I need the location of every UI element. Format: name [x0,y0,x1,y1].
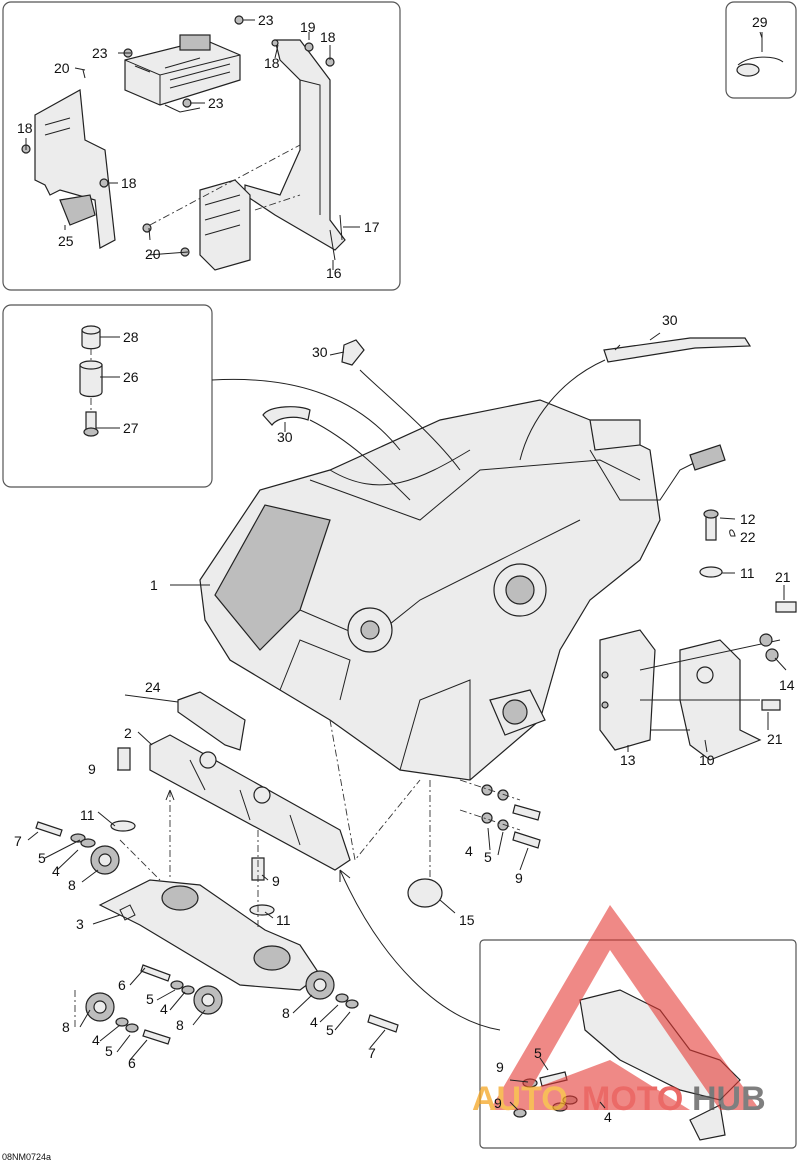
figure-code: 08NM0724a [2,1152,51,1162]
callout-25: 25 [58,233,74,249]
callout-26: 26 [123,369,139,385]
callout-6-a: 6 [118,977,126,993]
callout-23-c: 23 [208,95,224,111]
callout-29: 29 [752,14,768,30]
callout-18-a: 18 [17,120,33,136]
lower-dash-lines [74,719,431,1030]
callout-21-a: 21 [775,569,791,585]
callout-4-a: 4 [52,863,60,879]
callout-15: 15 [459,912,475,928]
callout-7-b: 7 [368,1045,376,1061]
callout-17: 17 [364,219,380,235]
callout-4-c: 4 [160,1001,168,1017]
callout-9-c: 9 [515,870,523,886]
engine-mount-bracket-drawing [599,629,781,761]
engine-damper-pad [407,878,443,908]
fuse-box-drawing [124,34,241,113]
callout-7-a: 7 [14,833,22,849]
callout-5-a: 5 [38,850,46,866]
relay-block-drawing [199,179,251,271]
rubber-mounts-drawing [85,845,335,1022]
right-bracket-drawing [244,39,346,251]
callout-1: 1 [150,577,158,593]
callout-2: 2 [124,725,132,741]
callout-8-d: 8 [282,1005,290,1021]
callout-8-c: 8 [176,1017,184,1033]
watermark-text-hub: HUB [692,1080,766,1118]
callout-11-b: 11 [80,807,95,823]
hose-left-elbow [262,406,311,426]
skid-guard-drawing [149,734,351,871]
hose-upper-right [603,337,752,363]
callout-27: 27 [123,420,139,436]
lower-fasteners-drawing [35,747,399,1045]
callout-18-c: 18 [264,55,280,71]
callout-14: 14 [779,677,795,693]
callout-5-b: 5 [484,849,492,865]
callout-10: 10 [699,752,715,768]
callout-21-b: 21 [767,731,783,747]
crossmember-drawing [98,879,321,991]
callout-4-e: 4 [310,1014,318,1030]
callout-4-f: 4 [604,1109,612,1125]
callout-13: 13 [620,752,636,768]
callout-30-b: 30 [312,344,328,360]
callout-30-c: 30 [277,429,293,445]
tie-wrap-drawing [736,32,784,77]
spacer-set-drawing [79,325,103,437]
detail-pointer-curve [339,869,501,1031]
callout-12: 12 [740,511,756,527]
callout-leader-lines [25,19,787,1111]
callout-8-b: 8 [62,1019,70,1035]
callout-23-b: 23 [92,45,108,61]
callout-6-b: 6 [128,1055,136,1071]
callout-9-b: 9 [272,873,280,889]
heat-shield-plate [177,691,246,751]
callout-16: 16 [326,265,342,281]
callout-8-a: 8 [68,877,76,893]
callout-5-d: 5 [105,1043,113,1059]
callout-9-d: 9 [496,1059,504,1075]
detail-pointer-arrow [339,869,351,882]
inset-frame-spacer [2,304,213,488]
watermark-triangle-logo [490,905,760,1110]
callout-9-e: 9 [494,1095,502,1111]
callout-18-b: 18 [121,175,137,191]
callout-20-a: 20 [54,60,70,76]
callout-23-a: 23 [258,12,274,28]
callout-5-e: 5 [326,1022,334,1038]
watermark-text-auto: AUTO [472,1080,568,1118]
right-hardware-drawing [699,509,797,711]
callout-4-d: 4 [92,1032,100,1048]
callout-24: 24 [145,679,161,695]
callout-20-b: 20 [145,246,161,262]
callout-5-f: 5 [534,1045,542,1061]
callout-11-a: 11 [740,565,755,581]
callout-5-c: 5 [146,991,154,1007]
callout-labels: 23 23 23 20 18 18 18 18 19 17 16 25 20 2… [14,12,795,1125]
engine-assembly-drawing [199,399,726,781]
callout-28: 28 [123,329,139,345]
callout-18-d: 18 [320,29,336,45]
electrical-dash-lines [149,144,301,226]
hose-leader-lines [211,359,606,501]
callout-3: 3 [76,916,84,932]
callout-11-c: 11 [276,912,291,928]
watermark-text-moto: MOTO [582,1080,683,1118]
callout-22: 22 [740,529,756,545]
automotohub-watermark: AUTO MOTO HUB [472,905,766,1118]
callout-30-a: 30 [662,312,678,328]
hose-small-elbow [341,339,365,366]
center-hardware-drawing [459,779,541,849]
callout-9-a: 9 [88,761,96,777]
left-bracket-drawing [34,89,116,249]
callout-4-b: 4 [465,843,473,859]
callout-19: 19 [300,19,316,35]
